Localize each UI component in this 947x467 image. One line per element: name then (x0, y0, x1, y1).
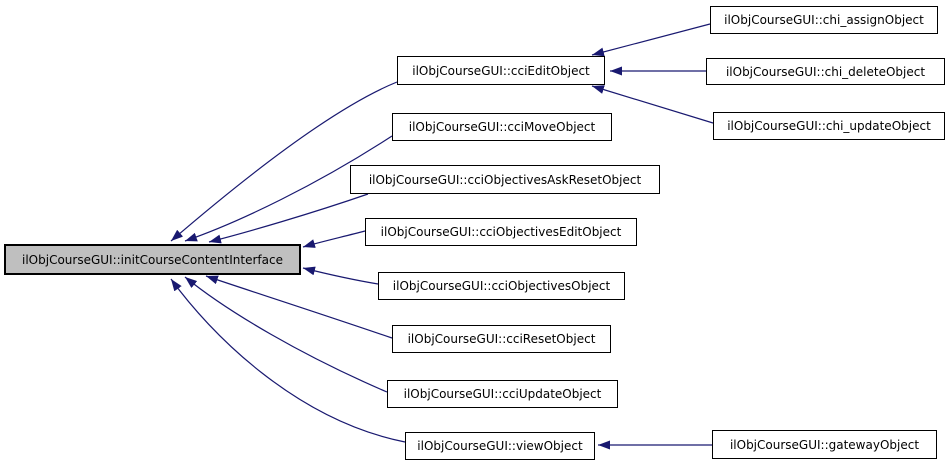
node-cciObjectivesAskResetObject[interactable]: ilObjCourseGUI::cciObjectivesAskResetObj… (350, 165, 660, 194)
node-cciObjectivesObject[interactable]: ilObjCourseGUI::cciObjectivesObject (378, 272, 625, 300)
node-chi_updateObject[interactable]: ilObjCourseGUI::chi_updateObject (713, 112, 945, 140)
node-gatewayObject[interactable]: ilObjCourseGUI::gatewayObject (712, 430, 937, 459)
node-cciObjectivesEditObject[interactable]: ilObjCourseGUI::cciObjectivesEditObject (365, 218, 637, 246)
edge-cciMoveObject-to-initCourseContentInterface (184, 135, 393, 242)
node-initCourseContentInterface: ilObjCourseGUI::initCourseContentInterfa… (4, 244, 301, 275)
edge-chi_updateObject-to-cciEditObject (591, 85, 714, 124)
edge-cciResetObject-to-initCourseContentInterface (205, 275, 393, 339)
node-cciEditObject[interactable]: ilObjCourseGUI::cciEditObject (397, 56, 605, 85)
node-viewObject[interactable]: ilObjCourseGUI::viewObject (405, 432, 595, 460)
node-cciUpdateObject[interactable]: ilObjCourseGUI::cciUpdateObject (387, 380, 618, 408)
edge-cciUpdateObject-to-initCourseContentInterface (184, 276, 388, 393)
edge-cciObjectivesObject-to-initCourseContentInterface (302, 266, 379, 285)
edge-cciObjectivesEditObject-to-initCourseContentInterface (302, 230, 366, 248)
node-chi_assignObject[interactable]: ilObjCourseGUI::chi_assignObject (710, 6, 938, 34)
edge-chi_assignObject-to-cciEditObject (591, 23, 711, 57)
edge-viewObject-to-initCourseContentInterface (170, 278, 406, 443)
node-cciResetObject[interactable]: ilObjCourseGUI::cciResetObject (392, 325, 611, 353)
edge-cciObjectivesAskResetObject-to-initCourseContentInterface (208, 193, 369, 244)
node-chi_deleteObject[interactable]: ilObjCourseGUI::chi_deleteObject (706, 58, 945, 85)
node-cciMoveObject[interactable]: ilObjCourseGUI::cciMoveObject (392, 113, 612, 141)
edge-cciEditObject-to-initCourseContentInterface (170, 81, 398, 242)
